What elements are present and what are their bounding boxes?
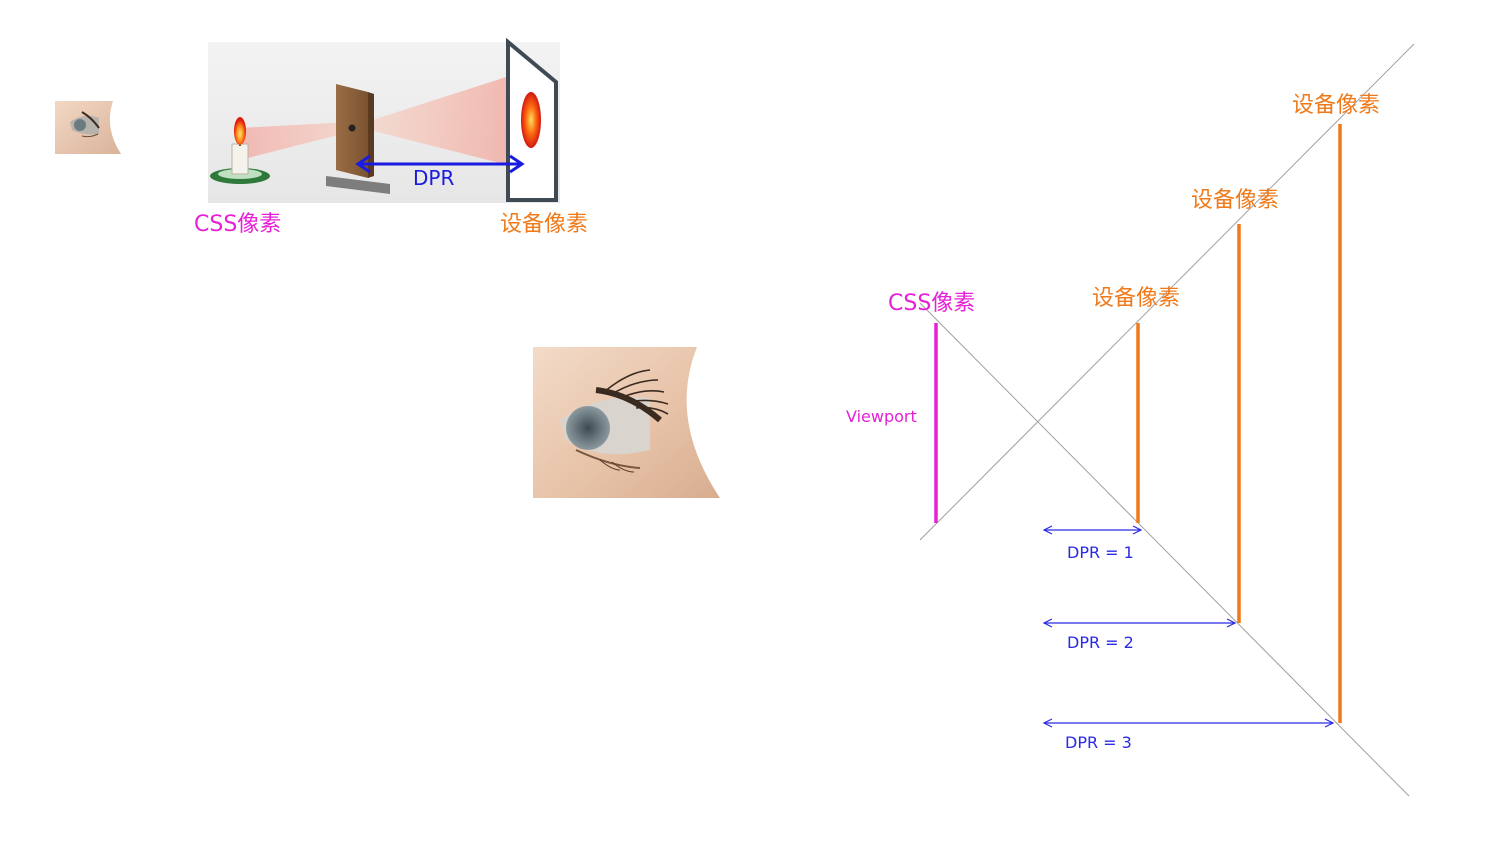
device-pixel-label: 设备像素 [500,212,589,237]
guide-line-falling [919,302,1410,797]
dpr-3-label: DPR = 3 [1065,733,1132,752]
dpr-1-arrow [1042,525,1143,535]
diagram-device-pixel-label-2: 设备像素 [1191,188,1280,213]
diagram-css-pixel-label: CSS像素 [888,291,976,316]
diagram-device-pixel-label-1: 设备像素 [1092,286,1181,311]
dpr-3-arrow [1042,718,1335,728]
dpr-label: DPR [413,166,455,190]
dpr-2-arrow [1042,618,1237,628]
dpr-1-label: DPR = 1 [1067,543,1134,562]
viewport-label: Viewport [846,407,917,426]
dpr-2-label: DPR = 2 [1067,633,1134,652]
css-pixel-label: CSS像素 [194,212,282,237]
diagram-device-pixel-label-3: 设备像素 [1292,93,1381,118]
